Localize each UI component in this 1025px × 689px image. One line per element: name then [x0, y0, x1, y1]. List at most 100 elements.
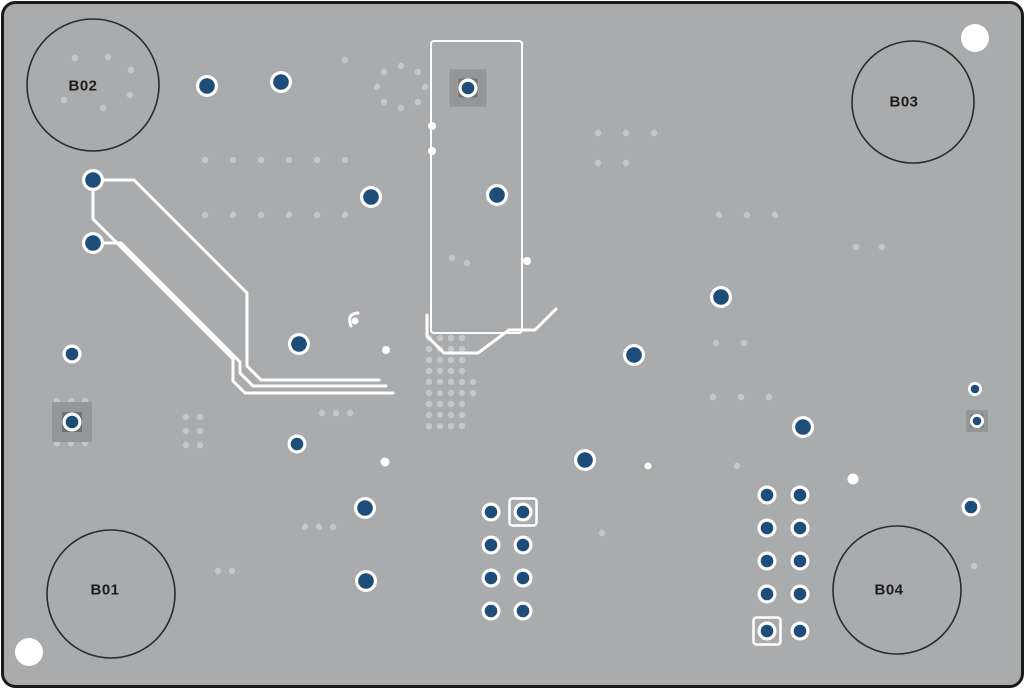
test-point — [425, 422, 433, 430]
test-point — [709, 393, 717, 401]
corner-hole — [15, 638, 43, 666]
pin1-markers-layer — [508, 497, 782, 646]
test-point — [285, 211, 293, 219]
via — [760, 521, 774, 535]
test-point — [447, 411, 455, 419]
test-point — [458, 378, 466, 386]
via — [290, 437, 304, 451]
test-point — [380, 98, 388, 106]
mount-hole — [851, 40, 975, 164]
test-point — [214, 567, 222, 575]
component-outline — [430, 40, 523, 334]
test-point — [373, 83, 381, 91]
test-point — [182, 413, 190, 421]
copper-trace — [91, 178, 395, 395]
test-point — [469, 389, 477, 397]
drill-hole — [428, 147, 436, 155]
test-point — [737, 393, 745, 401]
test-point — [436, 389, 444, 397]
via — [760, 587, 774, 601]
test-point — [414, 98, 422, 106]
via — [795, 419, 811, 435]
test-point — [436, 411, 444, 419]
test-point — [414, 68, 422, 76]
component-outline-layer — [430, 40, 523, 334]
pin1-square-marker — [752, 616, 782, 646]
drill-hole — [644, 462, 652, 470]
via — [484, 604, 498, 618]
via — [85, 235, 101, 251]
test-point — [313, 211, 321, 219]
vias-layer — [62, 71, 984, 641]
copper-trace — [348, 311, 360, 328]
test-point — [458, 345, 466, 353]
test-point — [127, 66, 135, 74]
mount-hole-label: B04 — [874, 582, 903, 599]
test-point — [598, 529, 606, 537]
via — [760, 624, 774, 638]
via — [760, 488, 774, 502]
test-point — [447, 334, 455, 342]
via — [516, 505, 530, 519]
via — [363, 189, 379, 205]
test-point — [341, 211, 349, 219]
copper-trace — [91, 178, 381, 382]
via — [964, 500, 978, 514]
mount-hole — [832, 525, 962, 655]
test-point — [436, 356, 444, 364]
drill-hole — [351, 317, 359, 325]
via — [489, 187, 505, 203]
drill-hole — [428, 122, 436, 130]
via — [713, 289, 729, 305]
test-point — [436, 367, 444, 375]
test-point — [715, 211, 723, 219]
test-point — [397, 62, 405, 70]
via — [461, 81, 475, 95]
test-point — [201, 156, 209, 164]
test-point — [447, 367, 455, 375]
test-point — [622, 159, 630, 167]
drill-hole — [523, 257, 531, 265]
test-point — [594, 159, 602, 167]
test-point — [71, 54, 79, 62]
test-point — [301, 523, 309, 531]
test-point — [201, 211, 209, 219]
via — [516, 538, 530, 552]
test-point — [182, 441, 190, 449]
test-point — [425, 367, 433, 375]
via — [577, 452, 593, 468]
via — [626, 347, 642, 363]
test-point — [421, 83, 429, 91]
via — [65, 347, 79, 361]
test-point — [182, 427, 190, 435]
test-point — [257, 156, 265, 164]
test-point — [126, 91, 134, 99]
test-point — [458, 367, 466, 375]
corner-hole — [961, 24, 989, 52]
test-point — [285, 156, 293, 164]
test-point — [104, 53, 112, 61]
test-point — [740, 339, 748, 347]
test-point — [765, 393, 773, 401]
via — [273, 74, 289, 90]
test-point — [458, 356, 466, 364]
mount-hole — [46, 529, 176, 659]
test-point — [229, 211, 237, 219]
test-point — [196, 413, 204, 421]
via — [291, 336, 307, 352]
via — [793, 521, 807, 535]
test-point — [425, 400, 433, 408]
test-point — [425, 378, 433, 386]
test-point — [196, 427, 204, 435]
test-point — [436, 422, 444, 430]
test-point — [447, 422, 455, 430]
via — [793, 554, 807, 568]
test-point — [878, 243, 886, 251]
mount-hole-label: B03 — [889, 94, 918, 111]
test-point — [99, 104, 107, 112]
test-point — [622, 129, 630, 137]
drill-hole — [847, 473, 859, 485]
